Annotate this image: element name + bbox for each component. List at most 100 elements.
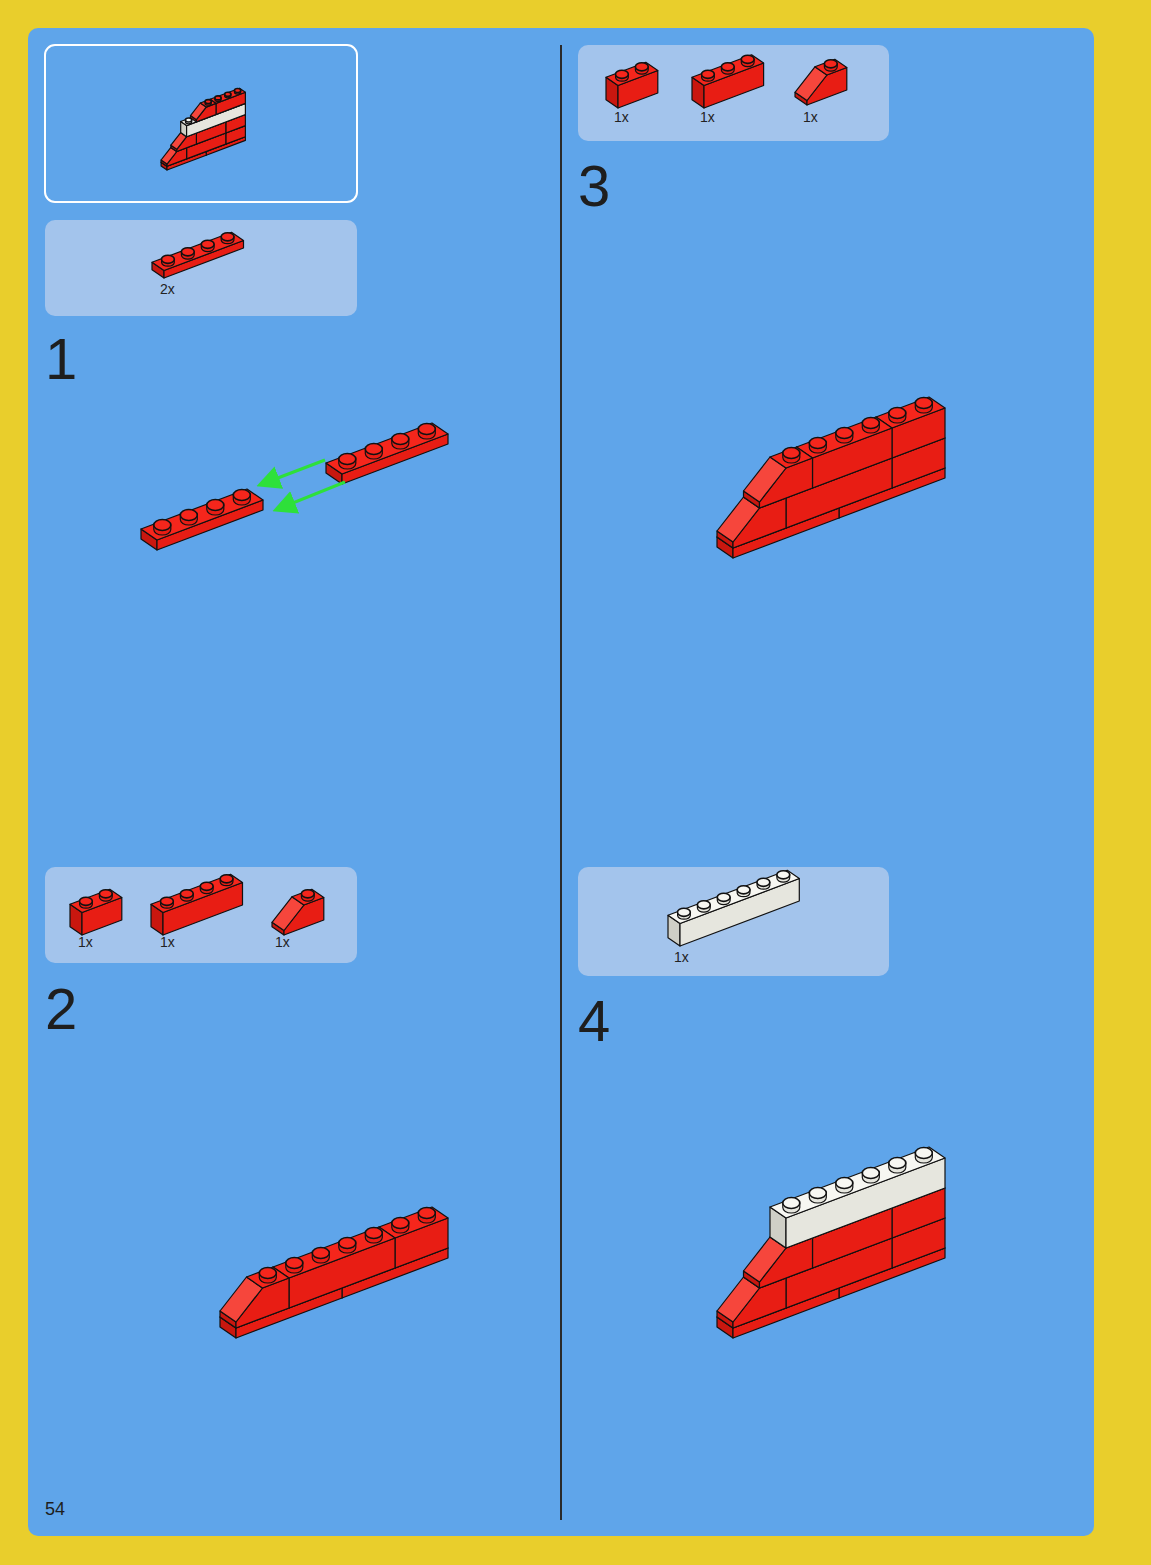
brick-stud (259, 1268, 276, 1279)
brick-stud (225, 92, 231, 96)
brick-stud (824, 60, 837, 68)
brick-face (141, 489, 263, 540)
step-number: 1 (45, 330, 77, 388)
blue-page (28, 28, 1094, 1536)
parts-panel: 2x (45, 220, 357, 316)
brick-stud (221, 233, 234, 241)
part-quantity: 1x (78, 935, 93, 949)
brick-face (200, 99, 216, 107)
brick-face (606, 62, 658, 85)
brick-face (210, 88, 245, 103)
part-icons (45, 220, 357, 316)
brick-stud (161, 897, 174, 905)
part-quantity: 1x (674, 950, 689, 964)
brick-face (379, 1207, 448, 1238)
brick-stud (392, 1218, 409, 1229)
brick-stud (697, 901, 710, 909)
brick-stud (836, 1178, 853, 1189)
part-quantity: 1x (160, 935, 175, 949)
green-arrow (262, 460, 325, 484)
brick-face (668, 870, 799, 923)
brick-stud (215, 96, 221, 100)
thumbnail-frame (45, 45, 357, 202)
brick-stud (392, 434, 409, 445)
brick-stud (180, 510, 197, 521)
brick-face (815, 59, 847, 75)
brick-face (797, 417, 893, 458)
brick-stud (200, 882, 213, 890)
brick-stud (301, 890, 314, 898)
brick-stud (889, 1158, 906, 1169)
brick-face (770, 1147, 945, 1218)
brick-face (187, 103, 246, 136)
brick-face (70, 889, 122, 912)
brick-stud (721, 63, 734, 71)
brick-stud (339, 454, 356, 465)
brick-face (163, 883, 243, 936)
brick-stud (809, 438, 826, 449)
brick-stud (889, 408, 906, 419)
brick-stud (99, 890, 112, 898)
part-quantity: 1x (275, 935, 290, 949)
brick-face (292, 889, 324, 905)
brick-stud (233, 490, 250, 501)
brick-stud (339, 1238, 356, 1249)
brick-stud (741, 55, 754, 63)
part-quantity: 1x (614, 110, 629, 124)
brick-stud (862, 418, 879, 429)
brick-face (152, 232, 244, 270)
brick-stud (717, 893, 730, 901)
parts-panel: 1x 1x 1x (45, 867, 357, 963)
brick-face (876, 397, 945, 428)
brick-stud (162, 255, 175, 263)
brick-stud (365, 444, 382, 455)
part-quantity: 2x (160, 282, 175, 296)
brick-stud (181, 248, 194, 256)
step-number: 2 (45, 980, 77, 1038)
green-arrow (278, 482, 345, 509)
brick-stud (201, 240, 214, 248)
brick-stud (207, 500, 224, 511)
brick-stud (635, 63, 648, 71)
step-number: 4 (578, 992, 610, 1050)
brick-stud (757, 878, 770, 886)
brick-stud (915, 398, 932, 409)
brick-stud (783, 448, 800, 459)
brick-stud (616, 70, 629, 78)
brick-stud (418, 1208, 435, 1219)
brick-stud (737, 886, 750, 894)
brick-face (326, 423, 448, 474)
brick-face (692, 55, 764, 86)
part-quantity: 1x (803, 110, 818, 124)
brick-face (151, 874, 243, 912)
brick-stud (702, 70, 715, 78)
brick-face (247, 1267, 290, 1288)
brick-stud (154, 520, 171, 531)
column-divider (560, 45, 562, 1520)
brick-stud (365, 1228, 382, 1239)
brick-stud (678, 908, 691, 916)
brick-stud (809, 1188, 826, 1199)
brick-stud (862, 1168, 879, 1179)
brick-stud (836, 428, 853, 439)
brick-stud (312, 1248, 329, 1259)
step-number: 3 (578, 157, 610, 215)
brick-stud (915, 1148, 932, 1159)
brick-stud (286, 1258, 303, 1269)
parts-panel: 1x (578, 867, 889, 976)
brick-stud (235, 89, 241, 93)
brick-stud (777, 871, 790, 879)
parts-panel: 1x 1x 1x (578, 45, 889, 141)
brick-stud (180, 890, 193, 898)
brick-face (770, 447, 813, 468)
part-icons (578, 867, 889, 976)
part-icons (578, 45, 889, 141)
part-quantity: 1x (700, 110, 715, 124)
page-number: 54 (45, 1500, 65, 1518)
brick-stud (80, 897, 93, 905)
brick-stud (220, 875, 233, 883)
brick-face (273, 1227, 395, 1278)
brick-stud (418, 424, 435, 435)
brick-stud (783, 1198, 800, 1209)
brick-face (289, 1238, 395, 1308)
